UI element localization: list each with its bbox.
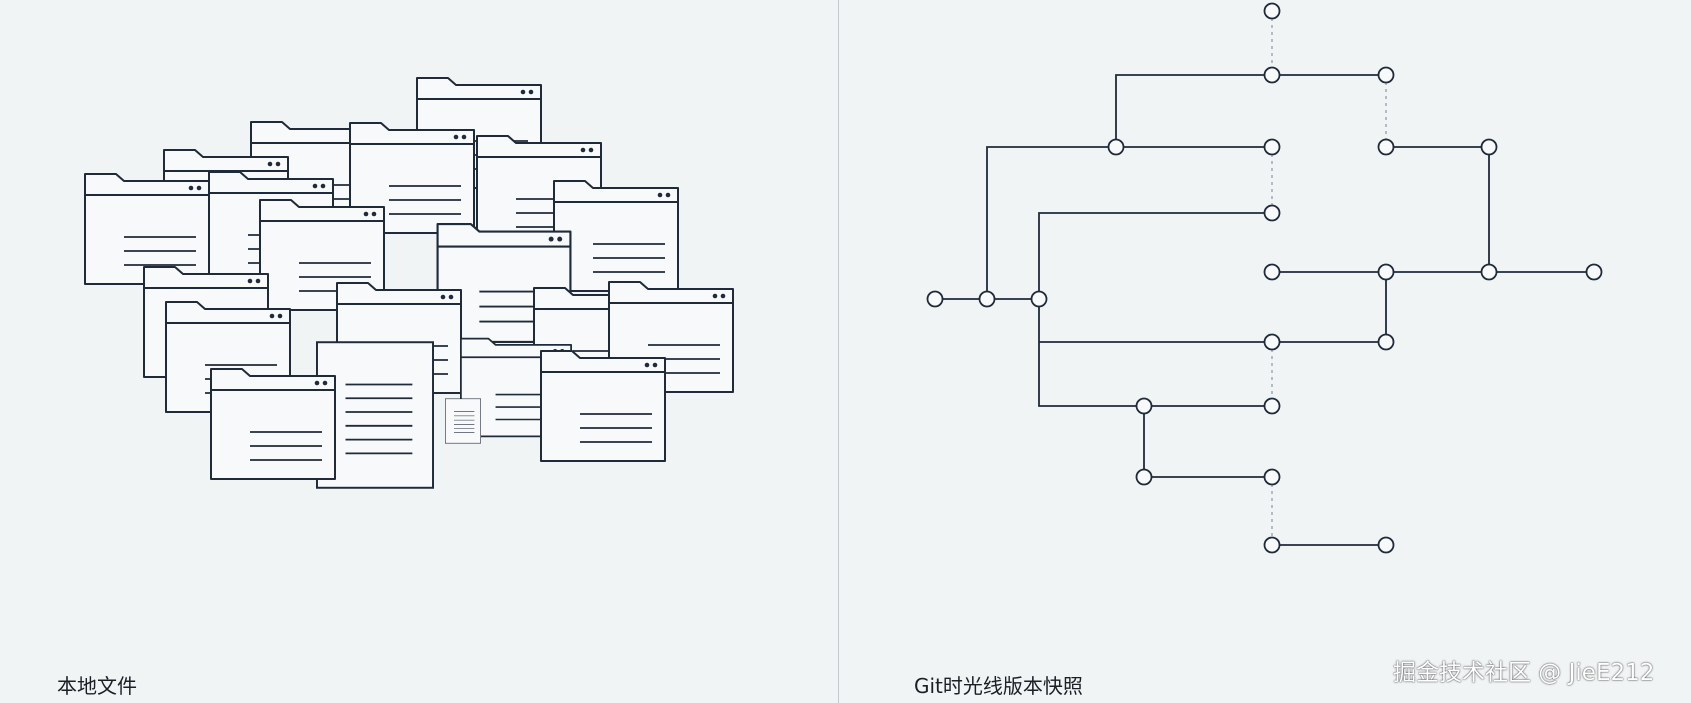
local-files-caption: 本地文件 bbox=[57, 674, 137, 698]
watermark: 掘金技术社区 @ JieE212 bbox=[1393, 660, 1655, 686]
commit-node-icon bbox=[1377, 263, 1395, 281]
commit-node-icon bbox=[926, 290, 944, 308]
commit-node-icon bbox=[1263, 2, 1281, 20]
commit-node-icon bbox=[978, 290, 996, 308]
local-files-pile bbox=[84, 77, 734, 489]
commit-node-icon bbox=[1263, 333, 1281, 351]
commit-node-icon bbox=[1377, 333, 1395, 351]
branch-line bbox=[1115, 74, 1272, 147]
commit-node-icon bbox=[1263, 66, 1281, 84]
branch-line bbox=[1143, 406, 1272, 478]
git-timeline-caption: Git时光线版本快照 bbox=[914, 674, 1083, 698]
commit-node-icon bbox=[1263, 468, 1281, 486]
file-window-icon bbox=[210, 368, 336, 480]
git-timeline-graph bbox=[926, 2, 1603, 554]
commit-node-icon bbox=[1135, 397, 1153, 415]
commit-node-icon bbox=[1377, 536, 1395, 554]
commit-node-icon bbox=[1030, 290, 1048, 308]
commit-node-icon bbox=[1377, 66, 1395, 84]
branch-line bbox=[986, 146, 1116, 299]
file-window-icon bbox=[539, 349, 667, 463]
commit-node-icon bbox=[1480, 263, 1498, 281]
commit-node-icon bbox=[1263, 204, 1281, 222]
commit-node-icon bbox=[1585, 263, 1603, 281]
commit-node-icon bbox=[1263, 536, 1281, 554]
commit-node-icon bbox=[1263, 138, 1281, 156]
commit-node-icon bbox=[1480, 138, 1498, 156]
branch-line bbox=[1038, 212, 1272, 299]
document-icon bbox=[444, 398, 482, 444]
commit-node-icon bbox=[1263, 263, 1281, 281]
panel-divider bbox=[838, 0, 839, 703]
commit-node-icon bbox=[1107, 138, 1125, 156]
commit-node-icon bbox=[1377, 138, 1395, 156]
branch-line bbox=[1038, 299, 1272, 407]
file-window-icon bbox=[553, 180, 679, 292]
commit-node-icon bbox=[1263, 397, 1281, 415]
commit-node-icon bbox=[1135, 468, 1153, 486]
